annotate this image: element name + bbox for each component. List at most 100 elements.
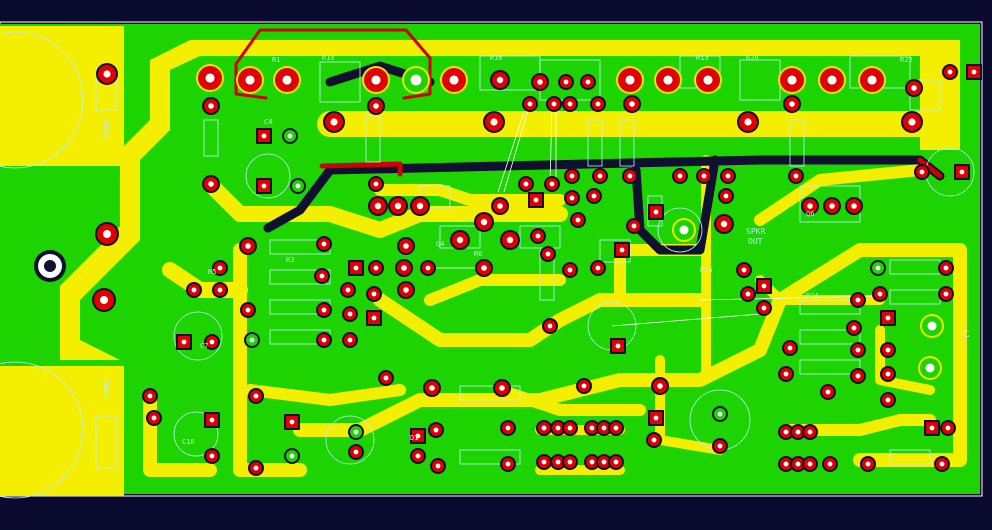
- pad: [712, 406, 728, 422]
- pad: [348, 444, 364, 460]
- pad: [316, 236, 332, 252]
- pad: [500, 456, 516, 472]
- pad: [608, 420, 624, 436]
- silkscreen-outlines: [0, 31, 975, 499]
- pad: [562, 454, 578, 470]
- pad: [239, 237, 257, 255]
- pad: [402, 66, 430, 94]
- pad: [410, 448, 426, 464]
- pad: [860, 456, 876, 472]
- pad: [546, 96, 562, 112]
- pad: [737, 111, 759, 133]
- pad: [284, 448, 300, 464]
- label-out: OUT: [748, 237, 763, 246]
- pad: [550, 420, 566, 436]
- pad: [530, 228, 546, 244]
- pad: [736, 262, 752, 278]
- pad: [672, 218, 696, 242]
- pad: [410, 196, 430, 216]
- pad: [938, 286, 954, 302]
- label-q4: Q4: [436, 240, 444, 248]
- pad: [500, 420, 516, 436]
- pad: [493, 379, 511, 397]
- pad: [880, 310, 896, 326]
- pad: [522, 96, 538, 112]
- pad: [651, 377, 669, 395]
- pad: [362, 66, 390, 94]
- pad: [590, 96, 606, 112]
- pad: [388, 196, 408, 216]
- pad: [290, 178, 306, 194]
- pad: [850, 292, 866, 308]
- pad: [204, 412, 220, 428]
- pad: [608, 454, 624, 470]
- pad: [273, 66, 301, 94]
- pad: [348, 260, 364, 276]
- pad: [646, 432, 662, 448]
- pad: [778, 456, 794, 472]
- pad: [562, 420, 578, 436]
- pad: [558, 74, 574, 90]
- label-r1: R1: [272, 56, 280, 64]
- pad: [584, 420, 600, 436]
- pad: [610, 338, 626, 354]
- pad: [714, 214, 734, 234]
- pad: [95, 222, 119, 246]
- pad: [648, 204, 664, 220]
- pad: [783, 95, 801, 113]
- silkscreen-wires: [430, 103, 881, 327]
- pad: [592, 168, 608, 184]
- pad: [696, 168, 712, 184]
- pad: [672, 168, 688, 184]
- pad: [820, 384, 836, 400]
- label-r6: R6: [474, 250, 482, 258]
- pad: [542, 318, 558, 334]
- pad: [212, 282, 228, 298]
- label-r3: R3: [286, 256, 294, 264]
- label-c10: C10: [182, 438, 195, 446]
- pad: [954, 164, 970, 180]
- pad: [440, 66, 468, 94]
- pad: [240, 302, 256, 318]
- label-c4: C4: [264, 118, 272, 126]
- pad: [822, 456, 838, 472]
- pad: [483, 111, 505, 133]
- pad: [490, 70, 510, 90]
- pad: [778, 424, 794, 440]
- label-r16: R16: [490, 54, 503, 62]
- pad: [918, 356, 942, 380]
- pad: [316, 302, 332, 318]
- pad: [801, 197, 819, 215]
- pad: [96, 63, 118, 85]
- pad: [420, 260, 436, 276]
- pad: [584, 454, 600, 470]
- pad: [576, 378, 592, 394]
- pad: [942, 64, 958, 80]
- pad: [368, 176, 384, 192]
- pad: [540, 246, 556, 262]
- label-r5: R5: [208, 268, 216, 276]
- pad: [395, 259, 413, 277]
- label-r24: R24: [806, 292, 819, 300]
- pad: [410, 428, 426, 444]
- pad: [368, 260, 384, 276]
- pad: [528, 192, 544, 208]
- pad: [348, 424, 364, 440]
- silkscreen-labels: FUSE1 FUSE2 SPKR OUT C4 C10 C7 R1 R10 R1…: [102, 54, 970, 446]
- pad: [570, 212, 586, 228]
- pad: [204, 334, 220, 350]
- pad: [788, 168, 804, 184]
- pad: [940, 420, 956, 436]
- pad: [590, 260, 606, 276]
- pad: [694, 66, 722, 94]
- pad: [186, 282, 202, 298]
- pad: [202, 97, 220, 115]
- pad: [756, 278, 772, 294]
- pad: [850, 342, 866, 358]
- pad: [176, 334, 192, 350]
- pad: [880, 342, 896, 358]
- pad: [823, 197, 841, 215]
- pad: [720, 168, 736, 184]
- label-r20: R20: [746, 54, 759, 62]
- pad: [845, 197, 863, 215]
